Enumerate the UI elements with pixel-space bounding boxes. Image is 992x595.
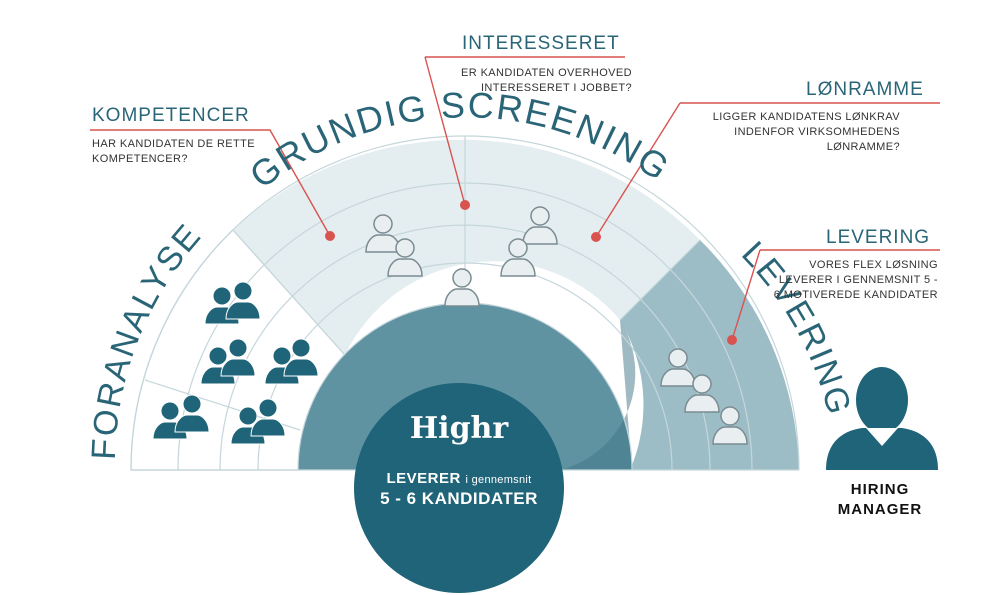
callout-levering-text: VORES FLEX LØSNING LEVERER I GENNEMSNIT …: [773, 259, 938, 301]
hiring-manager-line-2: MANAGER: [837, 501, 923, 518]
marker-interesseret: [460, 200, 470, 210]
hiring-manager-icon: [826, 367, 938, 470]
hiring-manager-line-1: HIRING: [850, 481, 910, 498]
callout-kompetencer-title: KOMPETENCER: [92, 105, 250, 126]
callout-kompetencer-text: HAR KANDIDATEN DE RETTE KOMPETENCER?: [92, 138, 256, 165]
center-line-1-bold: LEVERER: [386, 470, 461, 487]
marker-kompetencer: [325, 231, 335, 241]
inner-disc-right: [560, 320, 636, 470]
center-label: Highr LEVERER i gennemsnit 5 - 6 KANDIDA…: [344, 393, 574, 583]
center-line-1: LEVERER i gennemsnit: [344, 470, 574, 487]
band-levering: [620, 240, 799, 470]
callout-lonramme-title: LØNRAMME: [806, 79, 924, 100]
callout-interesseret-title: INTERESSERET: [462, 33, 620, 54]
brand-logo: Highr: [409, 411, 509, 446]
marker-levering: [727, 335, 737, 345]
band-screening: [233, 139, 700, 355]
hiring-manager-label: HIRING MANAGER: [820, 480, 940, 520]
callout-lonramme-text: LIGGER KANDIDATENS LØNKRAV INDENFOR VIRK…: [712, 111, 900, 153]
callout-lines: [90, 56, 940, 341]
center-circle: [354, 383, 564, 593]
center-line-1-small: i gennemsnit: [465, 474, 532, 486]
callout-interesseret-text: ER KANDIDATEN OVERHOVED INTERESSERET I J…: [461, 67, 632, 94]
center-line-2: 5 - 6 KANDIDATER: [380, 489, 538, 508]
callout-levering-title: LEVERING: [826, 227, 931, 248]
marker-lonramme: [591, 232, 601, 242]
